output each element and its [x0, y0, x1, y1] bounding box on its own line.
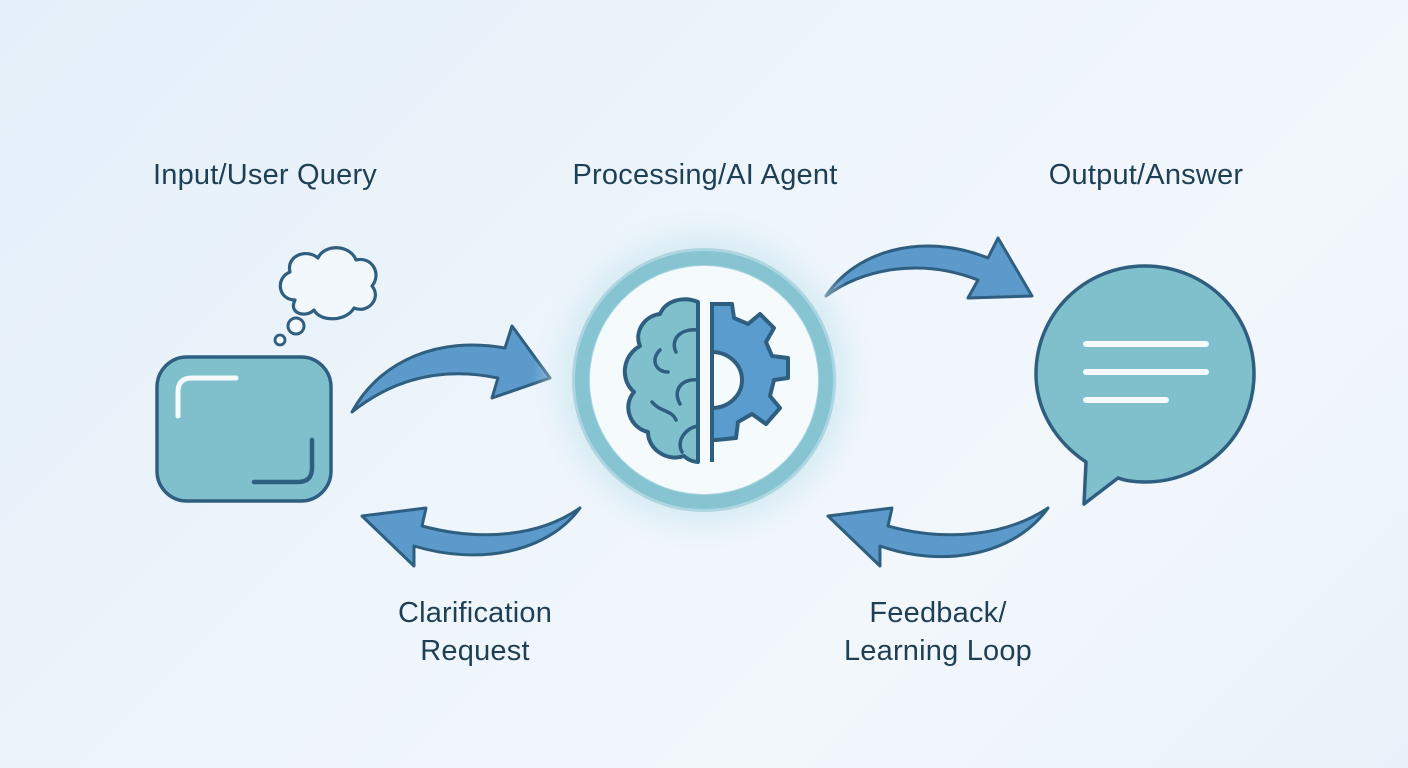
input-label: Input/User Query: [130, 156, 400, 194]
processing-node: [532, 208, 876, 552]
clarification-label-line2: Request: [420, 635, 530, 667]
feedback-label-line1: Feedback/: [869, 597, 1007, 629]
arrow-clarification-return: [360, 506, 582, 568]
feedback-label-line2: Learning Loop: [843, 635, 1033, 667]
speech-bubble-icon: [1034, 264, 1256, 506]
output-label-text: Output/Answer: [1048, 159, 1244, 191]
arrow-feedback-return: [826, 506, 1050, 568]
thought-cloud-icon: [273, 246, 378, 347]
arrow-input-to-processing: [350, 324, 552, 414]
clarification-label: Clarification Request: [355, 594, 595, 670]
processing-label-text: Processing/AI Agent: [572, 159, 838, 191]
feedback-label: Feedback/ Learning Loop: [818, 594, 1058, 670]
input-label-text: Input/User Query: [152, 159, 377, 191]
processing-label: Processing/AI Agent: [540, 156, 870, 194]
brain-gear-icon: [623, 297, 790, 464]
output-label: Output/Answer: [1010, 156, 1282, 194]
chat-box-icon: [155, 355, 333, 503]
clarification-label-line1: Clarification: [397, 597, 553, 629]
arrow-processing-to-output: [824, 236, 1034, 300]
